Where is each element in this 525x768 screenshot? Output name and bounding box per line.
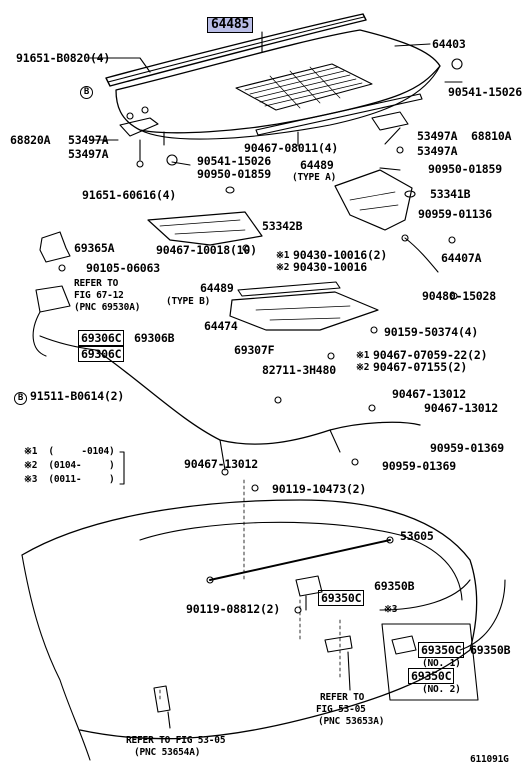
hood-hinge-left <box>119 117 159 137</box>
support-rod-53605 <box>209 539 391 581</box>
lock-assembly <box>35 285 71 313</box>
part-label[interactable]: 53497A <box>417 129 458 143</box>
reference-note[interactable]: FIG 53-05 <box>316 704 366 715</box>
type-label: (TYPE A) <box>292 172 337 183</box>
reference-note: (PNC 53653A) <box>318 716 385 727</box>
footnote-marker: ※1 <box>356 350 370 361</box>
no-label: (NO. 1) <box>422 658 461 669</box>
seal-64489-type-a <box>255 93 423 136</box>
part-label[interactable]: 53497A <box>68 147 109 161</box>
cable-64407a <box>404 237 439 273</box>
hood-hinge-right <box>371 111 409 131</box>
part-label[interactable]: 90467-13012 <box>424 401 498 415</box>
hood-seal-64485 <box>105 13 367 87</box>
part-label[interactable]: 90959-01369 <box>382 459 456 473</box>
part-label[interactable]: 53497A <box>417 144 458 158</box>
reference-note: REFER TO <box>74 278 119 289</box>
part-label[interactable]: 90959-01136 <box>418 207 492 221</box>
part-label[interactable]: 53341B <box>430 187 471 201</box>
figure-code: 611091G <box>470 754 509 765</box>
reference-note: REFER TO <box>320 692 365 703</box>
reference-note[interactable]: FIG 67-12 <box>74 290 124 301</box>
hood-lock-69350b <box>295 575 323 597</box>
under-panel-64474 <box>229 291 379 331</box>
part-label[interactable]: 90467-07155(2) <box>373 360 468 374</box>
reference-note: (PNC 53654A) <box>134 747 201 758</box>
part-label[interactable]: 90480-15028 <box>422 289 496 303</box>
part-label[interactable]: 90541-15026 <box>448 85 522 99</box>
part-label[interactable]: 90467-13012 <box>184 457 258 471</box>
part-label[interactable]: 69365A <box>74 241 115 255</box>
legend-3: ※3 (0011- ) <box>24 474 115 485</box>
part-label[interactable]: 90119-08812(2) <box>186 602 281 616</box>
no-label: (NO. 2) <box>422 684 461 695</box>
part-label[interactable]: 64407A <box>441 251 482 265</box>
part-label[interactable]: 90959-01369 <box>430 441 504 455</box>
detail-box <box>381 623 479 701</box>
footnote-marker: ※2 <box>356 362 370 373</box>
release-cable-69307f <box>95 349 421 445</box>
hood-vent <box>235 63 373 111</box>
part-label[interactable]: 53605 <box>400 529 434 543</box>
part-label[interactable]: 90467-07059-22(2) <box>373 348 488 362</box>
car-front-body <box>21 499 478 740</box>
ref-marker-b: B <box>14 392 27 405</box>
footnote-marker: ※3 <box>384 604 398 615</box>
part-label[interactable]: 69350C <box>418 642 465 658</box>
part-label[interactable]: 68820A <box>10 133 51 147</box>
bracket-53654a <box>153 685 171 713</box>
part-label[interactable]: 69350C <box>408 668 455 684</box>
footnote-marker: ※1 <box>276 250 290 261</box>
part-label[interactable]: 64403 <box>432 37 466 51</box>
part-label[interactable]: 69350C <box>318 590 365 606</box>
hood-panel-64403 <box>115 29 441 134</box>
part-label[interactable]: 90430-10016(2) <box>293 248 388 262</box>
part-label[interactable]: 90430-10016 <box>293 260 367 274</box>
part-label[interactable]: 90105-06063 <box>86 261 160 275</box>
reference-note: (PNC 69530A) <box>74 302 141 313</box>
bracket-69365a <box>39 231 71 263</box>
ref-marker-b: B <box>80 86 93 99</box>
part-label[interactable]: 53342B <box>262 219 303 233</box>
part-label[interactable]: 91511-B0614(2) <box>30 389 125 403</box>
part-label[interactable]: 64489 <box>200 281 234 295</box>
reference-note[interactable]: REFER TO FIG 53-05 <box>126 735 226 746</box>
part-number-64485-highlighted[interactable]: 64485 <box>207 17 254 33</box>
footnote-marker: ※2 <box>276 262 290 273</box>
part-label[interactable]: 68810A <box>471 129 512 143</box>
part-label[interactable]: 90541-15026 <box>197 154 271 168</box>
part-label[interactable]: 64474 <box>204 319 238 333</box>
part-label[interactable]: 91651-60616(4) <box>82 188 177 202</box>
insulator-53341b <box>334 169 413 231</box>
type-label: (TYPE B) <box>166 296 211 307</box>
part-label[interactable]: 90159-50374(4) <box>384 325 479 339</box>
legend-1: ※1 ( -0104) <box>24 446 115 457</box>
part-label[interactable]: 64489 <box>300 158 334 172</box>
part-label[interactable]: 90119-10473(2) <box>272 482 367 496</box>
part-label[interactable]: 91651-B0820(4) <box>16 51 111 65</box>
part-label[interactable]: 53497A <box>68 133 109 147</box>
part-label[interactable]: 69350B <box>470 643 511 657</box>
part-label[interactable]: 69306C <box>78 346 125 362</box>
part-label[interactable]: 90467-10018(10) <box>156 243 257 257</box>
part-label[interactable]: 69306B <box>134 331 175 345</box>
bracket-53653a <box>324 635 353 653</box>
part-label[interactable]: 69306C <box>78 330 125 346</box>
part-label[interactable]: 90467-08011(4) <box>244 141 339 155</box>
part-label[interactable]: 69307F <box>234 343 275 357</box>
part-label[interactable]: 69350B <box>374 579 415 593</box>
part-label[interactable]: 90950-01859 <box>428 162 502 176</box>
insulator-53342b <box>147 211 263 246</box>
seal-64489-type-b <box>237 281 341 297</box>
part-label[interactable]: 90467-13012 <box>392 387 466 401</box>
legend-2: ※2 (0104- ) <box>24 460 115 471</box>
part-label[interactable]: 82711-3H480 <box>262 363 336 377</box>
part-label[interactable]: 90950-01859 <box>197 167 271 181</box>
